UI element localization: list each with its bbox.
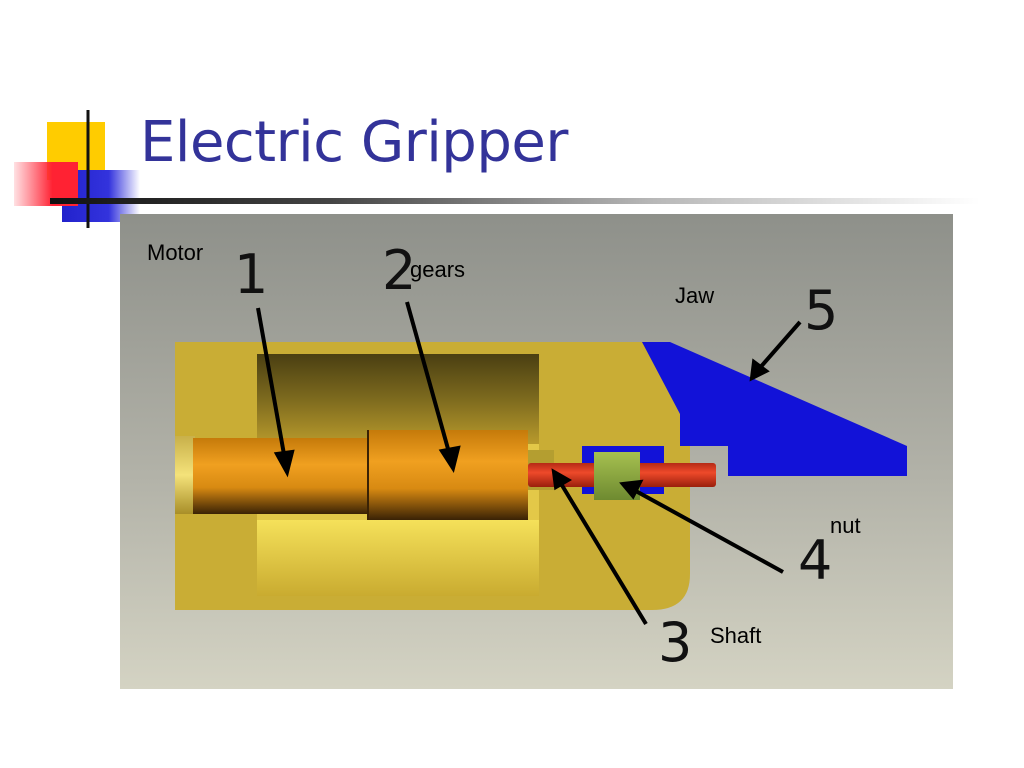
callout-number-2: 2	[382, 239, 417, 302]
arrow-1	[256, 307, 287, 461]
slide-corner-decoration	[14, 110, 140, 228]
arrow-5-head	[749, 358, 770, 382]
arrow-3	[558, 480, 648, 626]
callout-number-5: 5	[804, 279, 839, 342]
arrow-4	[633, 488, 784, 574]
arrow-2-head	[438, 445, 461, 473]
arrow-2	[405, 301, 452, 457]
callout-number-1: 1	[234, 243, 269, 306]
title-underline	[50, 198, 980, 204]
label-gears: gears	[410, 257, 466, 282]
callout-number-3: 3	[658, 611, 693, 674]
arrow-1-head	[273, 449, 295, 478]
motor	[193, 438, 368, 514]
slide-title: Electric Gripper	[140, 110, 568, 175]
label-nut: nut	[830, 513, 861, 538]
gripper-cutaway-svg	[120, 214, 953, 689]
gripper-diagram: Motor gears Jaw nut Shaft 1 2 3 4 5	[120, 214, 953, 689]
housing-inner-cavity-top	[257, 354, 539, 444]
jaw	[642, 342, 907, 476]
housing-inner-cavity-bottom	[257, 520, 539, 596]
callout-arrows	[256, 301, 802, 626]
label-motor: Motor	[147, 240, 204, 265]
callout-number-4: 4	[798, 529, 833, 592]
arrow-3-head	[551, 468, 572, 491]
arrow-5	[756, 320, 802, 372]
motor-end-cap	[175, 436, 195, 514]
label-shaft: Shaft	[710, 623, 762, 648]
label-jaw: Jaw	[675, 283, 715, 308]
arrow-4-head	[619, 479, 644, 500]
